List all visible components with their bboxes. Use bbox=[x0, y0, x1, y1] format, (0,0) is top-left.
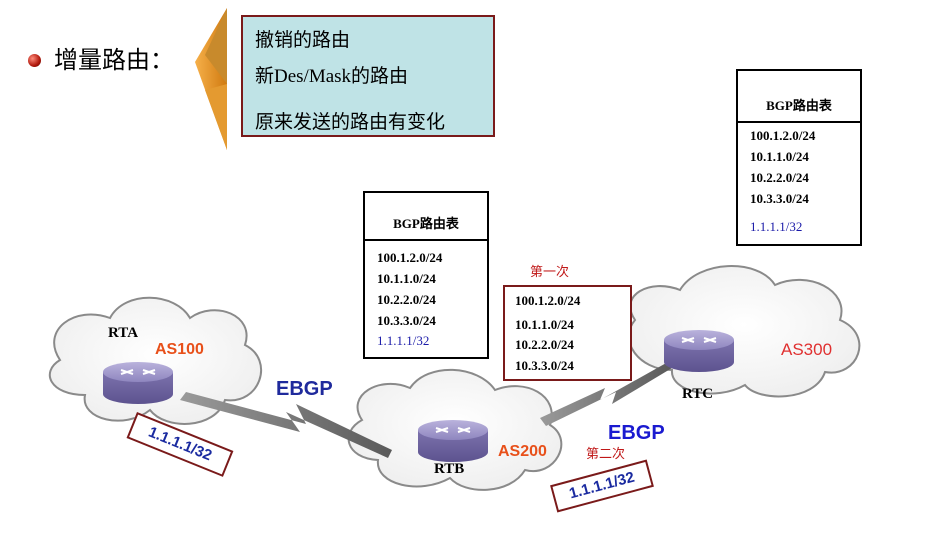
first-update-label: 第一次 bbox=[530, 264, 570, 279]
table-divider bbox=[738, 121, 860, 123]
table-header: BGP路由表 bbox=[393, 216, 459, 231]
table-row: 10.2.2.0/24 bbox=[750, 170, 809, 185]
router-rtb-label: RTB bbox=[434, 461, 465, 477]
list-item: 10.3.3.0/24 bbox=[515, 358, 574, 373]
bracket-decoration bbox=[195, 8, 227, 150]
as100-label: AS100 bbox=[155, 341, 204, 358]
link-bolt-ab bbox=[180, 392, 392, 458]
callout-line-new-mask: 新Des/Mask的路由 bbox=[255, 66, 409, 87]
table-row: 100.1.2.0/24 bbox=[750, 128, 816, 143]
router-rta-label: RTA bbox=[108, 325, 139, 341]
as200-label: AS200 bbox=[498, 443, 547, 460]
table-row: 10.1.1.0/24 bbox=[750, 149, 809, 164]
table-row: 10.1.1.0/24 bbox=[377, 271, 436, 286]
ebgp-label-ab: EBGP bbox=[276, 378, 333, 400]
bullet-icon bbox=[28, 54, 41, 67]
table-row: 10.3.3.0/24 bbox=[750, 191, 809, 206]
router-rtb-icon bbox=[418, 420, 488, 462]
incremental-route-callout: 撤销的路由 新Des/Mask的路由 原来发送的路由有变化 bbox=[241, 15, 495, 137]
router-rtc-label: RTC bbox=[682, 386, 714, 402]
callout-line-changed: 原来发送的路由有变化 bbox=[255, 112, 446, 133]
cloud-as300 bbox=[628, 265, 861, 398]
link-bolt-bc bbox=[540, 362, 672, 426]
rtc-bgp-table: BGP路由表 100.1.2.0/24 10.1.1.0/24 10.2.2.0… bbox=[736, 69, 862, 246]
router-rta-icon bbox=[103, 362, 173, 404]
second-update-label: 第二次 bbox=[586, 446, 626, 461]
list-item: 100.1.2.0/24 bbox=[515, 293, 581, 308]
table-row-new-route: 1.1.1.1/32 bbox=[377, 333, 430, 348]
cloud-as100 bbox=[48, 296, 263, 425]
rtb-bgp-table: BGP路由表 100.1.2.0/24 10.1.1.0/24 10.2.2.0… bbox=[363, 191, 489, 359]
table-row: 10.3.3.0/24 bbox=[377, 313, 436, 328]
page-title: 增量路由： bbox=[54, 46, 174, 74]
ebgp-label-bc: EBGP bbox=[608, 422, 665, 444]
table-row-new-route: 1.1.1.1/32 bbox=[750, 219, 803, 234]
table-row: 100.1.2.0/24 bbox=[377, 250, 443, 265]
table-row: 10.2.2.0/24 bbox=[377, 292, 436, 307]
as300-label: AS300 bbox=[781, 340, 833, 359]
list-item: 10.1.1.0/24 bbox=[515, 317, 574, 332]
callout-line-withdrawn: 撤销的路由 bbox=[255, 30, 351, 51]
table-divider bbox=[365, 239, 487, 241]
list-item: 10.2.2.0/24 bbox=[515, 337, 574, 352]
router-rtc-icon bbox=[664, 330, 734, 372]
first-update-box: 100.1.2.0/24 10.1.1.0/24 10.2.2.0/24 10.… bbox=[503, 285, 632, 381]
table-header: BGP路由表 bbox=[766, 98, 832, 113]
